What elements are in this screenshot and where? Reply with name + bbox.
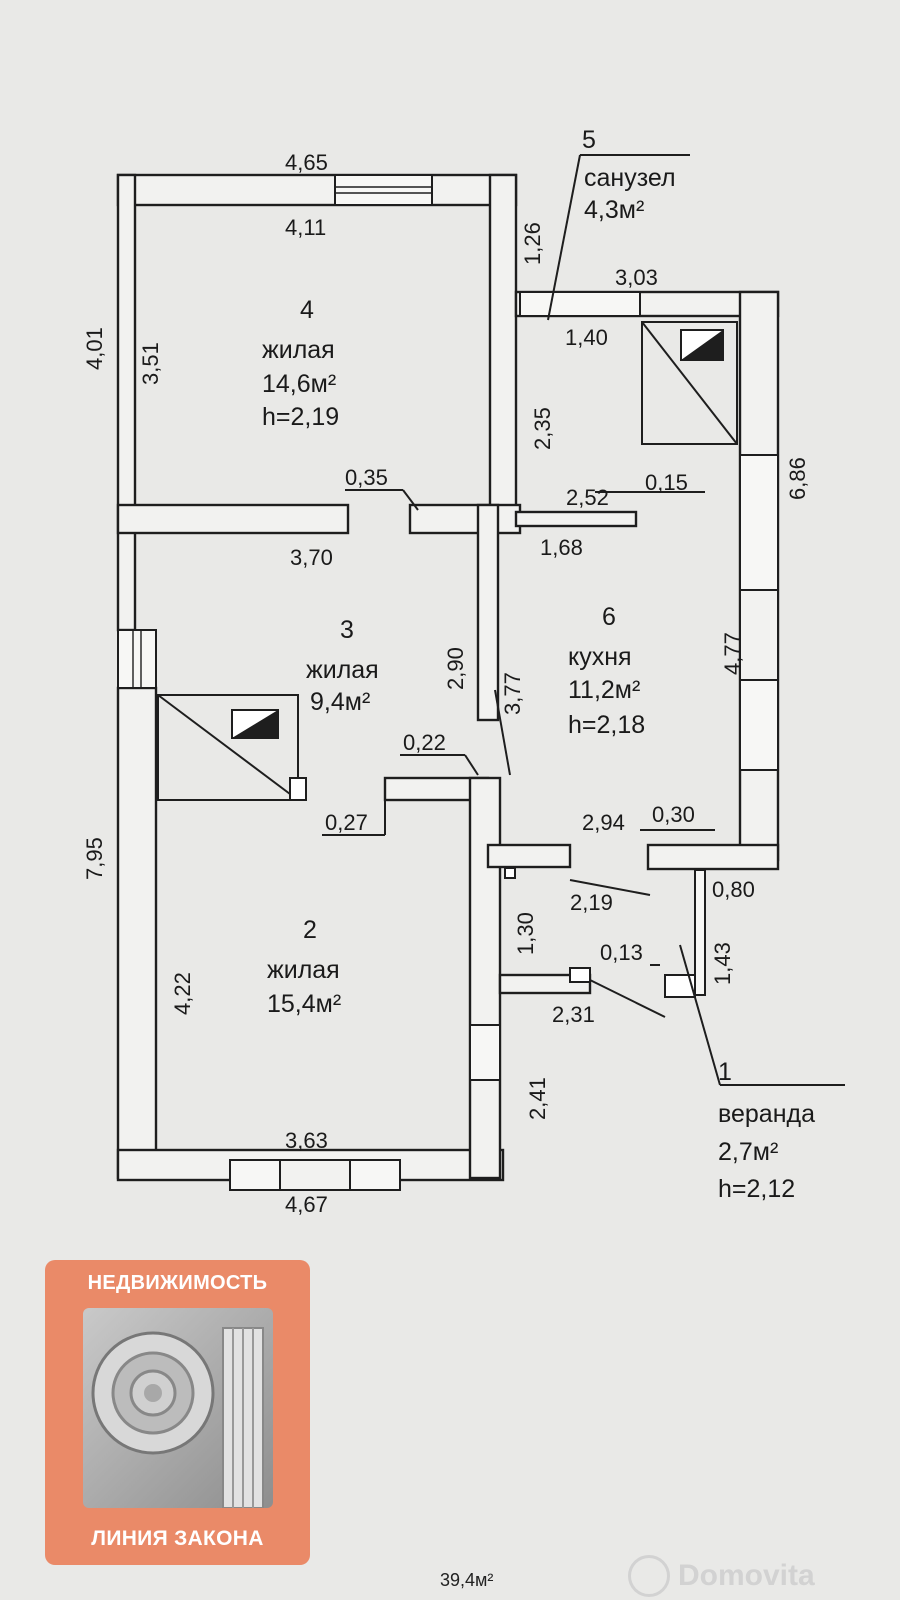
dim-027: 0,27 — [325, 810, 368, 835]
logo-top-text: НЕДВИЖИМОСТЬ — [87, 1272, 268, 1294]
stove-kitchen — [641, 321, 738, 445]
dim-686: 6,86 — [785, 457, 810, 500]
dim-290: 2,90 — [443, 647, 468, 690]
room3-number: 3 — [340, 616, 354, 644]
dim-422: 4,22 — [170, 972, 195, 1015]
dim-231: 2,31 — [552, 1002, 595, 1027]
dim-363: 3,63 — [285, 1128, 328, 1153]
dim-130: 1,30 — [513, 912, 538, 955]
company-logo: НЕДВИЖИМОСТЬ ЛИНИЯ ЗАКОНА — [45, 1260, 310, 1565]
dim-219: 2,19 — [570, 890, 613, 915]
dim-168: 1,68 — [540, 535, 583, 560]
dim-377: 3,77 — [500, 672, 525, 715]
total-area: 39,4м² — [440, 1570, 494, 1590]
watermark-text: Domovita — [678, 1559, 815, 1592]
dim-351: 3,51 — [138, 342, 163, 385]
leader-lines — [322, 154, 845, 1086]
room2-name: жилая — [267, 956, 340, 984]
floor-plan: 4,65 4,11 4,01 3,51 1,26 3,03 1,40 2,35 … — [82, 126, 845, 1217]
dim-030: 0,30 — [652, 802, 695, 827]
dim-401: 4,01 — [82, 327, 107, 370]
room5-name: санузел — [584, 164, 676, 192]
room-labels: 4 жилая 14,6м² h=2,19 5 санузел 4,3м² 3 … — [262, 126, 815, 1203]
room4-height: h=2,19 — [262, 403, 339, 431]
dim-080: 0,80 — [712, 877, 755, 902]
dim-013: 0,13 — [600, 940, 643, 965]
dim-235: 2,35 — [530, 407, 555, 450]
dim-465: 4,65 — [285, 150, 328, 175]
room4-area: 14,6м² — [262, 370, 336, 398]
room3-area: 9,4м² — [310, 688, 370, 716]
room4-number: 4 — [300, 296, 314, 324]
room2-number: 2 — [303, 916, 317, 944]
dim-015: 0,15 — [645, 470, 688, 495]
dim-035: 0,35 — [345, 465, 388, 490]
dim-411: 4,11 — [285, 215, 326, 240]
dim-252: 2,52 — [566, 485, 609, 510]
watermark-logo-icon — [628, 1555, 670, 1597]
dim-294: 2,94 — [582, 810, 625, 835]
dim-467: 4,67 — [285, 1192, 328, 1217]
room6-number: 6 — [602, 603, 616, 631]
room6-height: h=2,18 — [568, 711, 645, 739]
logo-bottom-text: ЛИНИЯ ЗАКОНА — [91, 1527, 264, 1550]
room6-area: 11,2м² — [568, 676, 640, 704]
dim-022: 0,22 — [403, 730, 446, 755]
dimension-labels: 4,65 4,11 4,01 3,51 1,26 3,03 1,40 2,35 … — [82, 150, 810, 1217]
dim-140: 1,40 — [565, 325, 608, 350]
veranda-details — [504, 867, 696, 998]
room3-name: жилая — [306, 656, 379, 684]
room2-area: 15,4м² — [267, 990, 341, 1018]
dim-370: 3,70 — [290, 545, 333, 570]
dim-477: 4,77 — [720, 632, 745, 675]
dim-795: 7,95 — [82, 837, 107, 880]
stove-room3 — [157, 694, 307, 801]
windows — [117, 174, 779, 1191]
room1-height: h=2,12 — [718, 1175, 795, 1203]
room5-number: 5 — [582, 126, 596, 154]
dim-241: 2,41 — [525, 1077, 550, 1120]
room1-area: 2,7м² — [718, 1138, 778, 1166]
logo-column-emblem — [83, 1308, 273, 1508]
room5-area: 4,3м² — [584, 196, 644, 224]
dim-143: 1,43 — [710, 942, 735, 985]
room6-name: кухня — [568, 643, 632, 671]
dim-126: 1,26 — [520, 222, 545, 265]
watermark: Domovita — [628, 1555, 815, 1597]
dim-303: 3,03 — [615, 265, 658, 290]
room1-name: веранда — [718, 1100, 815, 1128]
room1-number: 1 — [718, 1058, 732, 1086]
room4-name: жилая — [262, 336, 335, 364]
